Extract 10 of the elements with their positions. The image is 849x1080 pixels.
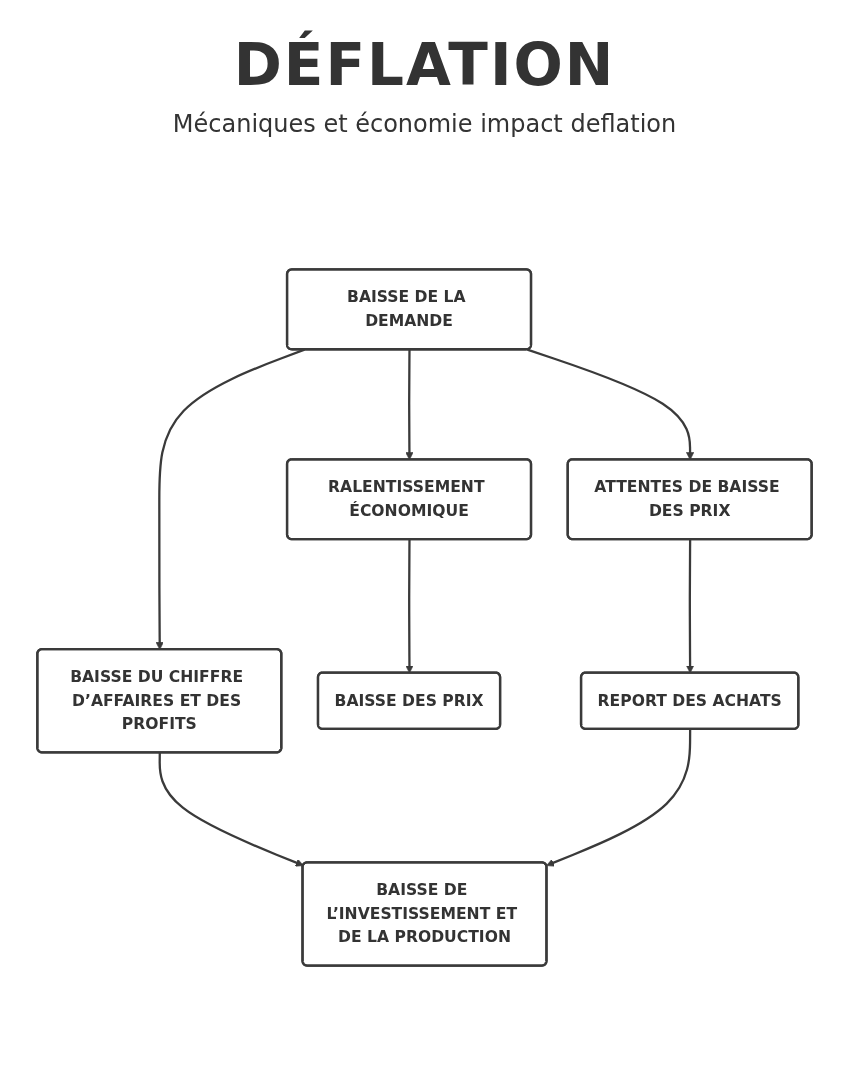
process-box: ATTENTES DE BAISSE DES PRIX	[566, 458, 813, 541]
process-box: BAISSE DE LA DEMANDE	[285, 268, 533, 351]
arrow	[546, 729, 692, 867]
process-box: REPORT DES ACHATS	[579, 671, 800, 731]
process-box: BAISSE DES PRIX	[316, 671, 502, 731]
arrow	[158, 752, 304, 867]
process-box: BAISSE DU CHIFFRE D’AFFAIRES ET DES PROFITS	[36, 648, 283, 754]
process-box: BAISSE DE L’INVESTISSEMENT ET DE LA PRODUCTION	[301, 861, 548, 967]
subtitle: Mécaniques et économie impact deflation	[172, 109, 677, 139]
process-box: RALENTISSEMENT ÉCONOMIQUE	[285, 458, 533, 541]
